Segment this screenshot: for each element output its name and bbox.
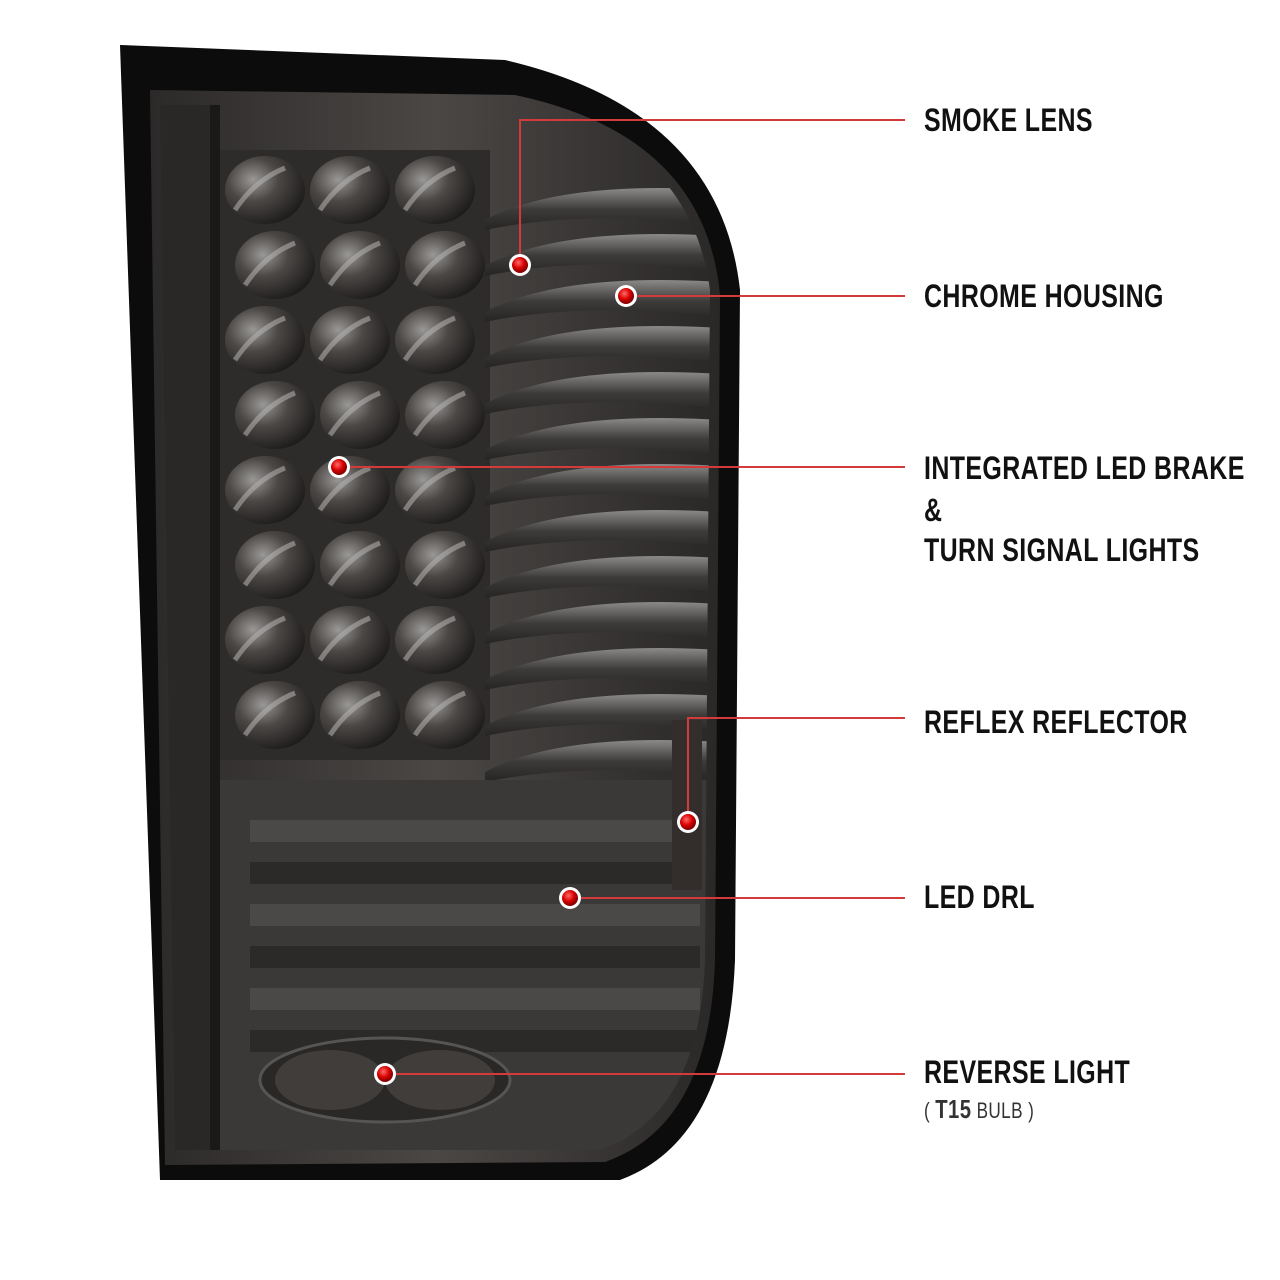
label-led-drl: LED DRL — [924, 879, 1035, 915]
led-cell — [320, 681, 400, 749]
led-cell — [310, 306, 390, 374]
chrome-ridge — [485, 740, 710, 782]
led-cell — [395, 156, 475, 224]
led-highlight — [402, 615, 456, 662]
label-chrome-housing: CHROME HOUSING — [924, 278, 1164, 314]
led-cell — [320, 381, 400, 449]
led-highlight — [242, 540, 296, 587]
label-reverse-light: REVERSE LIGHT — [924, 1054, 1131, 1090]
callout-smoke-lens — [509, 119, 905, 276]
callout-reflex-reflector — [677, 717, 905, 833]
chrome-ridge — [485, 280, 710, 322]
callout-led-drl — [559, 887, 905, 909]
led-highlight — [232, 165, 286, 212]
bulb-word: BULB — [976, 1098, 1023, 1123]
bulb-paren-open: ( — [924, 1098, 931, 1123]
led-cell — [320, 531, 400, 599]
led-highlight — [327, 390, 381, 437]
chrome-ridge — [485, 326, 710, 368]
label-led-brake-line2: & — [924, 492, 943, 528]
label-led-brake-line1: INTEGRATED LED BRAKE — [924, 450, 1245, 486]
label-reflex-reflector: REFLEX REFLECTOR — [924, 704, 1188, 740]
drl-band — [250, 862, 700, 884]
chrome-ridge — [485, 188, 710, 230]
chrome-ridge — [485, 648, 710, 690]
led-highlight — [317, 465, 371, 512]
chrome-ridge — [485, 372, 710, 414]
chrome-ridge — [485, 556, 710, 598]
led-highlight — [412, 540, 466, 587]
led-highlight — [327, 690, 381, 737]
bulb-paren-close: ) — [1028, 1098, 1035, 1123]
led-cell — [395, 606, 475, 674]
led-highlight — [402, 315, 456, 362]
led-cell — [310, 156, 390, 224]
led-highlight — [402, 165, 456, 212]
led-cell — [320, 231, 400, 299]
led-highlight — [402, 465, 456, 512]
led-highlight — [327, 540, 381, 587]
drl-band — [250, 904, 700, 926]
led-cell — [235, 381, 315, 449]
led-cell — [395, 306, 475, 374]
led-cell — [225, 156, 305, 224]
drl-band — [250, 988, 700, 1010]
led-highlight — [327, 240, 381, 287]
led-highlight — [242, 690, 296, 737]
led-cell — [310, 606, 390, 674]
led-cell — [405, 381, 485, 449]
chrome-ridge — [485, 234, 710, 276]
bulb-code: T15 — [935, 1094, 972, 1124]
led-highlight — [412, 690, 466, 737]
led-cell — [235, 681, 315, 749]
led-cell — [405, 231, 485, 299]
led-cell — [225, 456, 305, 524]
callout-led-brake — [328, 456, 905, 478]
label-led-brake-line3: TURN SIGNAL LIGHTS — [924, 532, 1200, 568]
label-smoke-lens: SMOKE LENS — [924, 102, 1093, 138]
led-highlight — [317, 615, 371, 662]
led-highlight — [317, 315, 371, 362]
led-highlight — [232, 615, 286, 662]
led-highlight — [242, 390, 296, 437]
chrome-ridge — [485, 694, 710, 736]
led-highlight — [317, 165, 371, 212]
chrome-ridge — [485, 418, 710, 460]
led-cell — [235, 531, 315, 599]
label-reverse-bulb: ( T15 BULB ) — [924, 1095, 1034, 1125]
led-cell — [225, 306, 305, 374]
led-cell — [235, 231, 315, 299]
chrome-ridge — [485, 510, 710, 552]
led-cell — [405, 531, 485, 599]
drl-band — [250, 946, 700, 968]
chrome-ridge — [485, 602, 710, 644]
led-cell — [225, 606, 305, 674]
led-highlight — [232, 315, 286, 362]
led-highlight — [412, 240, 466, 287]
callout-reverse-light — [374, 1063, 905, 1085]
led-cell — [395, 456, 475, 524]
drl-band — [250, 820, 700, 842]
led-highlight — [242, 240, 296, 287]
led-highlight — [232, 465, 286, 512]
chrome-ridge — [485, 464, 710, 506]
led-highlight — [412, 390, 466, 437]
led-cell — [405, 681, 485, 749]
callout-chrome-housing — [615, 285, 905, 307]
